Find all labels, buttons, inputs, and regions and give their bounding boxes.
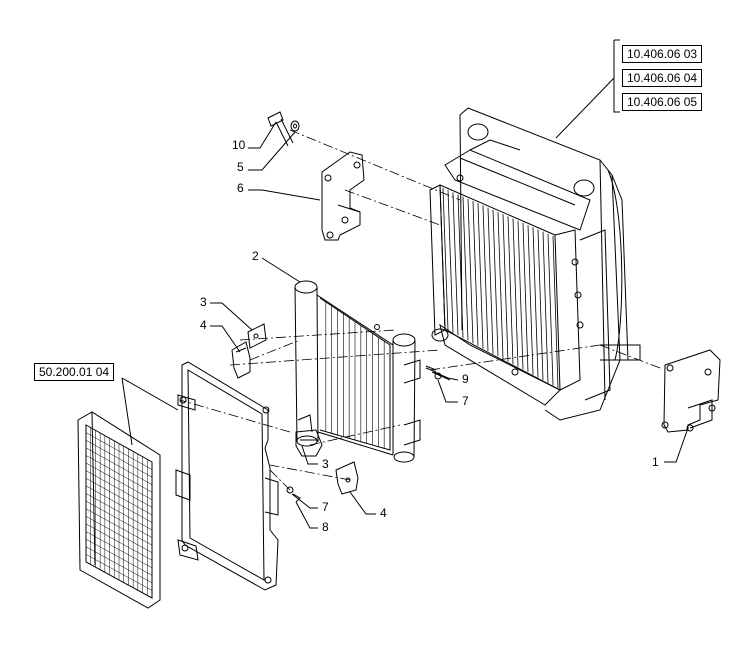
callout-10: 10 (232, 138, 246, 152)
callout-2: 2 (252, 249, 259, 263)
clip-3-lower (295, 429, 323, 457)
callout-7-lower: 7 (322, 500, 329, 514)
cooler-2 (294, 280, 421, 463)
screen-mesh (85, 427, 153, 596)
clip-3-upper (247, 323, 267, 349)
cooler-core-fins (325, 301, 385, 449)
reference-box-screen[interactable]: 50.200.01 04 (34, 363, 115, 381)
leader-lines (121, 39, 689, 529)
screw-8 (292, 493, 301, 503)
washer-5 (290, 120, 300, 132)
callout-3-lower: 3 (322, 457, 329, 471)
callout-9: 9 (462, 372, 469, 386)
reference-box-radiator-3[interactable]: 10.406.06 05 (622, 93, 703, 111)
clamp-4-upper (231, 341, 251, 379)
callout-5: 5 (237, 160, 244, 174)
radiator-core-fins (442, 187, 559, 389)
shroud-frame (175, 361, 279, 591)
callout-4-lower: 4 (380, 506, 387, 520)
callout-3-upper: 3 (200, 295, 207, 309)
washer-7-left (286, 486, 294, 494)
callout-7-right: 7 (462, 394, 469, 408)
washer-7-right (434, 372, 442, 380)
callout-4-upper: 4 (200, 318, 207, 332)
callout-1: 1 (652, 455, 659, 469)
reference-box-radiator-2[interactable]: 10.406.06 04 (622, 69, 703, 87)
center-lines (179, 129, 661, 491)
callout-8: 8 (322, 520, 329, 534)
side-bracket-1 (661, 349, 721, 433)
upper-bracket-6 (321, 151, 365, 241)
radiator-assembly (429, 107, 641, 421)
clamp-4-lower (335, 461, 359, 495)
reference-box-radiator-1[interactable]: 10.406.06 03 (622, 45, 703, 63)
callout-6: 6 (237, 181, 244, 195)
